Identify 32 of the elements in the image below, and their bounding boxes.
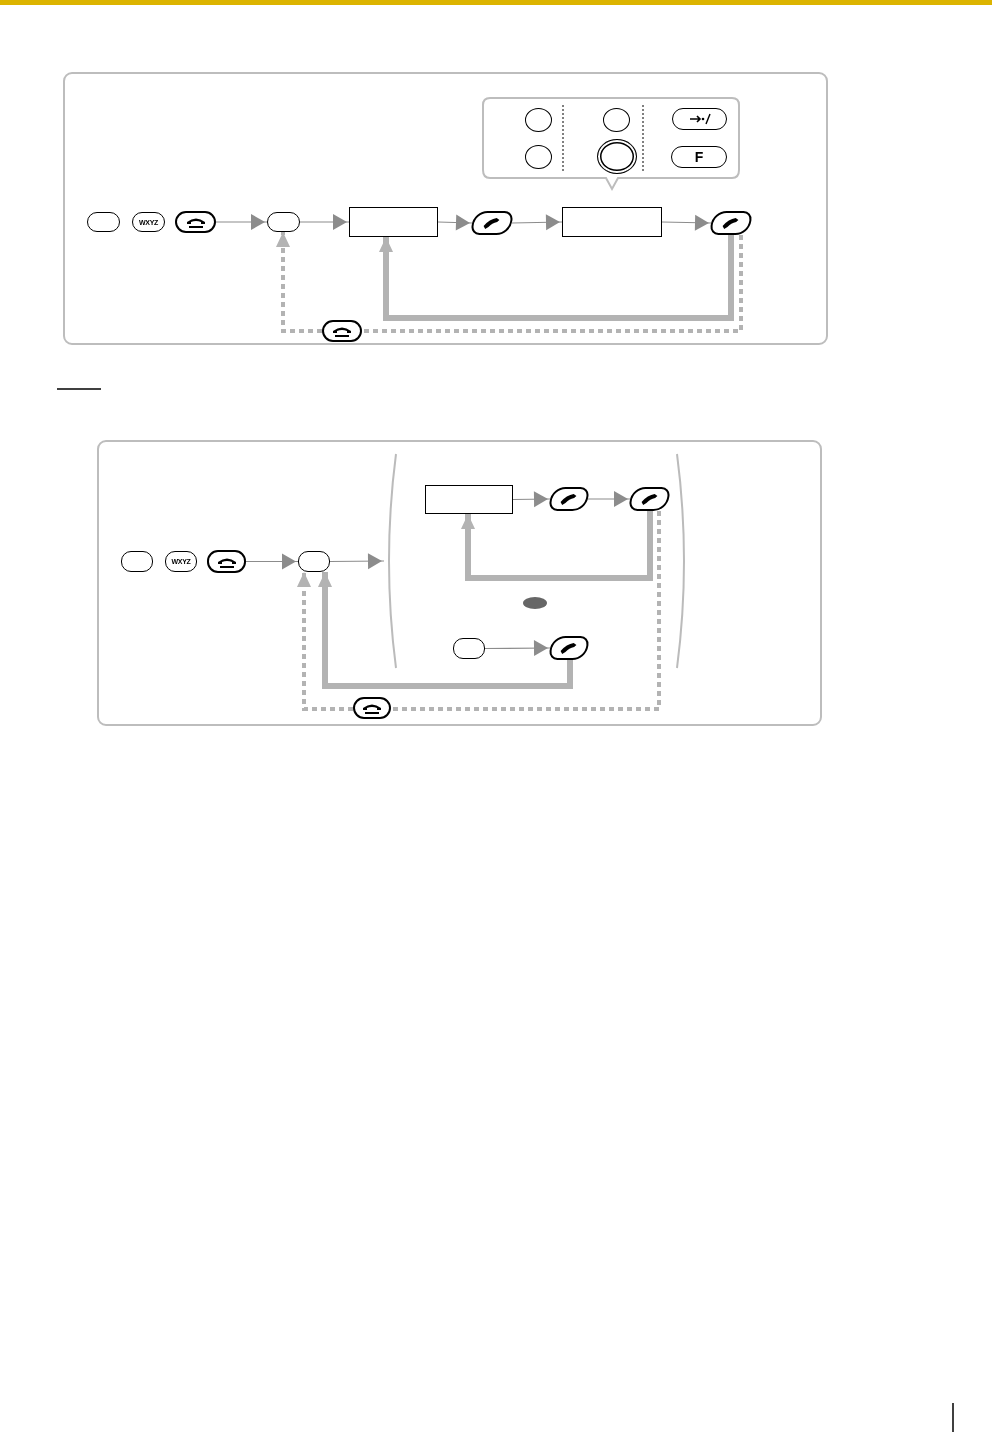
phone-key	[353, 697, 391, 719]
callout-bubble	[482, 97, 740, 190]
display-box	[425, 485, 513, 514]
arrow	[461, 511, 653, 581]
phone-key	[322, 320, 362, 342]
arrow	[299, 214, 350, 230]
arrow	[297, 572, 353, 711]
arrow	[276, 232, 322, 333]
procedure-panel	[63, 72, 828, 345]
phone-key	[470, 211, 514, 235]
phone-key	[548, 487, 590, 511]
phone-key	[628, 487, 671, 511]
phone-key	[709, 211, 753, 235]
arrow	[215, 214, 268, 230]
arrow	[245, 553, 299, 570]
arrow	[379, 235, 734, 321]
arrow	[318, 572, 573, 689]
phone-key	[298, 551, 330, 572]
phone-key	[87, 212, 120, 232]
display-box	[562, 207, 662, 237]
procedure-panel	[97, 440, 822, 726]
phone-key: F	[671, 146, 727, 168]
dot-marker	[523, 597, 547, 609]
phone-key	[267, 212, 300, 232]
phone-key	[453, 638, 485, 659]
phone-key	[121, 551, 153, 572]
phone-key	[207, 550, 246, 573]
phone-key	[672, 108, 727, 130]
phone-key	[175, 211, 216, 233]
phone-key	[548, 636, 590, 660]
arrow	[329, 553, 385, 570]
display-box	[349, 207, 438, 237]
